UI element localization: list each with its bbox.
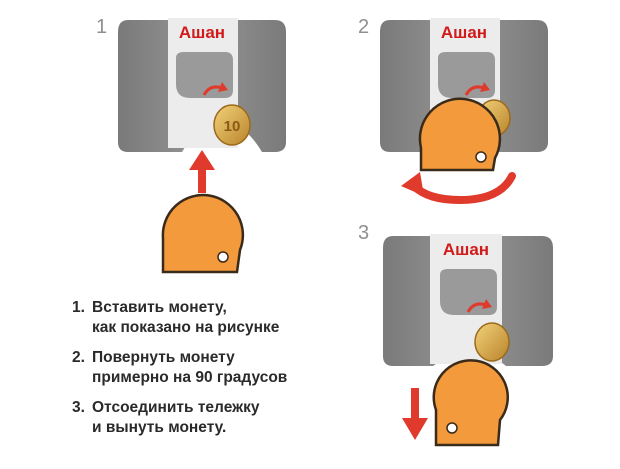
orange-coin-step-2 [418, 97, 502, 172]
instruction-item: 2. Повернуть монету примерно на 90 граду… [72, 348, 372, 388]
pull-down-arrow-icon [402, 388, 428, 440]
rotate-arrow-icon [401, 172, 516, 205]
gold-coin-icon [474, 322, 510, 362]
instruction-number: 2. [72, 349, 85, 366]
instruction-item: 1. Вставить монету, как показано на рису… [72, 298, 372, 338]
instruction-number: 1. [72, 299, 85, 316]
coin-slot-shape [440, 269, 497, 315]
instruction-line: примерно на 90 градусов [92, 369, 288, 386]
small-arrow-head-icon [218, 82, 228, 92]
instruction-line: как показано на рисунке [92, 319, 280, 336]
brand-logo: Ашан [441, 23, 487, 42]
small-arrow-head-icon [480, 82, 490, 92]
instruction-line: Вставить монету, [92, 299, 227, 316]
orange-coin-step-3 [432, 359, 510, 447]
instruction-line: и вынуть монету. [92, 419, 227, 436]
step-number-2: 2 [358, 16, 370, 38]
lock-illustration-step-3: Ашан [383, 234, 553, 366]
instruction-line: Повернуть монету [92, 349, 235, 366]
lock-illustration-step-1: Ашан 10 [118, 18, 286, 152]
instruction-number: 3. [72, 399, 85, 416]
lock-illustration-step-2: Ашан [380, 18, 548, 172]
brand-logo: Ашан [179, 23, 225, 42]
step-number-1: 1 [96, 16, 108, 38]
step-number-3: 3 [358, 222, 370, 244]
instruction-item: 3. Отсоединить тележку и вынуть монету. [72, 398, 372, 438]
coin-denomination: 10 [224, 118, 241, 135]
instruction-line: Отсоединить тележку [92, 399, 260, 416]
small-arrow-head-icon [482, 299, 492, 309]
insert-arrow-icon [189, 150, 215, 193]
gold-coin-icon: 10 [213, 104, 251, 146]
instructions-list: 1. Вставить монету, как показано на рису… [72, 298, 372, 448]
orange-coin-step-1 [161, 193, 245, 274]
coin-slot-shape [176, 52, 233, 98]
coin-slot-shape [438, 52, 495, 98]
brand-logo: Ашан [443, 240, 489, 259]
